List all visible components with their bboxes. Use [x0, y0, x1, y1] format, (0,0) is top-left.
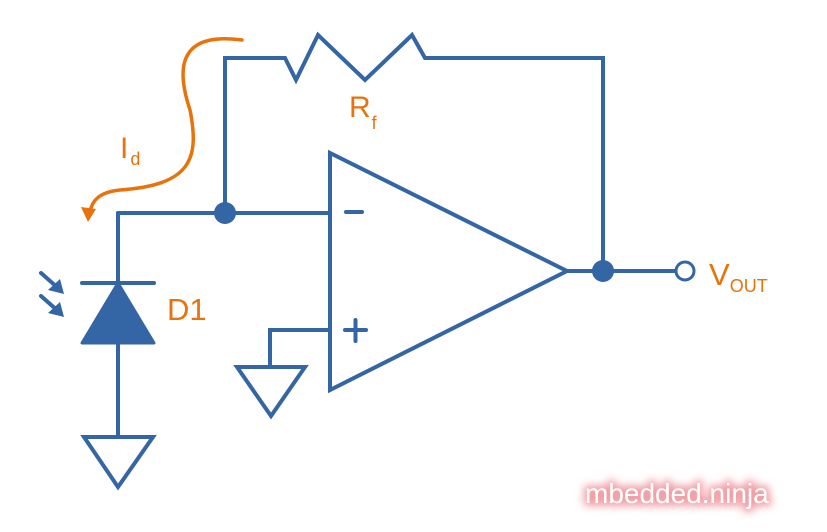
light-arrowhead-1	[48, 279, 64, 294]
output-terminal	[674, 260, 696, 282]
current-arrow-path	[88, 36, 244, 214]
watermark: mbedded.ninja	[585, 478, 769, 509]
output-label: VOUT	[709, 257, 768, 296]
ground-symbol-opamp	[233, 365, 309, 420]
light-arrowhead-2	[48, 302, 64, 317]
photodiode-triangle	[80, 281, 156, 345]
resistor-label: Rf	[349, 91, 378, 133]
op-amp	[328, 149, 572, 394]
feedback-wire	[223, 31, 605, 273]
diode-label: D1	[167, 292, 207, 327]
junction-node-inverting	[214, 202, 236, 224]
current-arrowhead	[81, 207, 96, 222]
junction-node-output	[592, 260, 614, 282]
non-inverting-input-wire	[268, 328, 332, 369]
ground-symbol-diode	[80, 435, 157, 491]
